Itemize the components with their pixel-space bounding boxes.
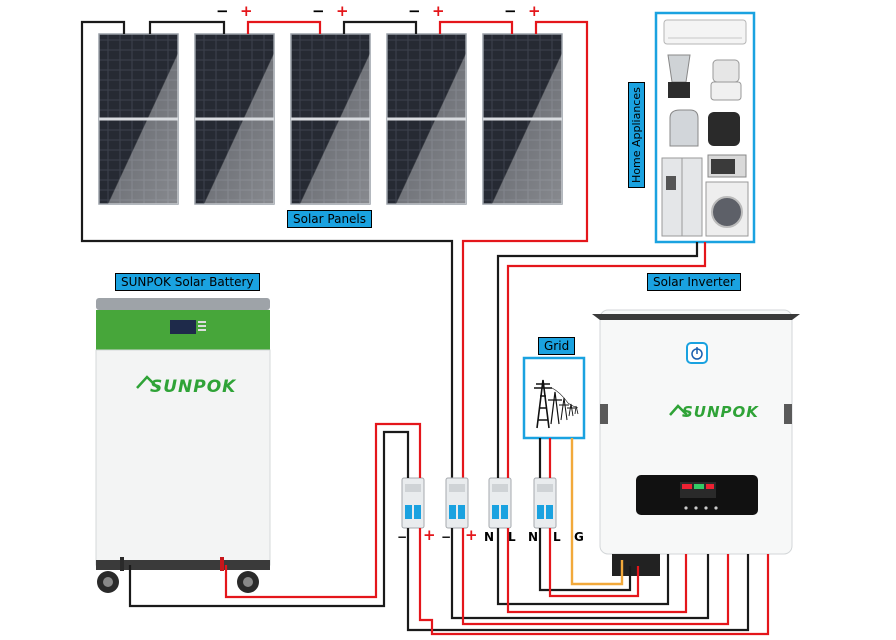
solar-panel-2: [194, 33, 275, 205]
panel-3-positive-sign: +: [336, 2, 349, 20]
appliances-panel: [654, 11, 756, 244]
solar-panel-3: [290, 33, 371, 205]
solar-panel-5: [482, 33, 563, 205]
breaker-2: [445, 477, 469, 529]
terminal-grid-l: L: [553, 530, 561, 544]
grid-box: [522, 356, 586, 440]
terminal-grid-g: G: [574, 530, 584, 544]
inverter-label: Solar Inverter: [647, 273, 741, 291]
inverter-brand-logo: SUNPOK: [682, 403, 759, 421]
terminal-battery-positive: +: [423, 526, 436, 544]
solar-panel-4: [386, 33, 467, 205]
terminal-grid-n: N: [528, 530, 539, 544]
breaker-4: [533, 477, 557, 529]
terminal-pv-positive: +: [465, 526, 478, 544]
terminal-load-l: L: [508, 530, 516, 544]
battery-brand-logo: SUNPOK: [150, 377, 237, 397]
inverter-unit: [592, 309, 800, 576]
panel-2-positive-sign: +: [240, 2, 253, 20]
battery-label: SUNPOK Solar Battery: [115, 273, 260, 291]
home-appliances-label: Home Appliances: [628, 82, 645, 188]
breaker-3: [488, 477, 512, 529]
battery-unit: [95, 298, 271, 593]
panel-series-wires: [80, 20, 589, 478]
terminal-pv-negative: −: [441, 530, 452, 544]
panel-5-positive-sign: +: [528, 2, 541, 20]
panel-4-positive-sign: +: [432, 2, 445, 20]
system-wires: [128, 242, 770, 636]
terminal-battery-negative: −: [397, 530, 408, 544]
terminal-load-n: N: [484, 530, 495, 544]
panel-5-negative-sign: −: [504, 2, 517, 20]
panel-3-negative-sign: −: [312, 2, 325, 20]
panel-4-negative-sign: −: [408, 2, 421, 20]
solar-panels-label: Solar Panels: [287, 210, 373, 228]
grid-label: Grid: [538, 337, 576, 355]
panel-2-negative-sign: −: [216, 2, 229, 20]
solar-panel-1: [98, 33, 179, 205]
breaker-1: [401, 477, 425, 529]
